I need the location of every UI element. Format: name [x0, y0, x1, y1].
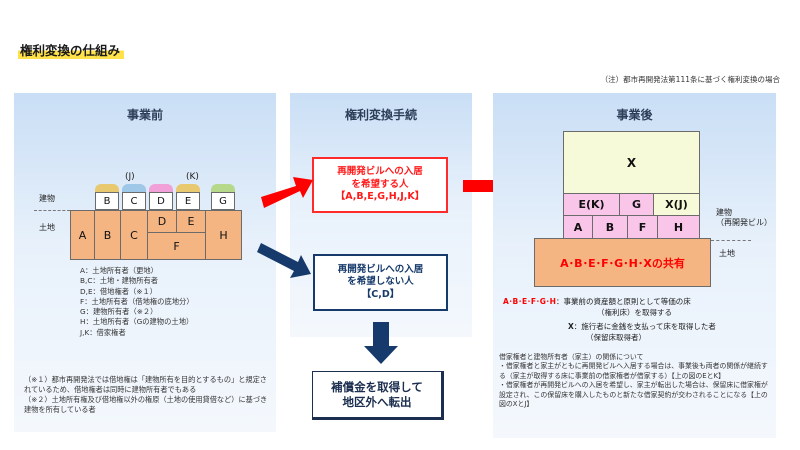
source-note: （注）都市再開発法第111条に基づく権利変換の場合 [600, 75, 780, 84]
building-b: B [95, 192, 119, 210]
after-note: ・借家権者が再開発ビルへの入居を希望し、家主が転出した場合は、保留床に借家権が設… [499, 381, 768, 409]
roof-d [149, 184, 173, 192]
desc1-sub: （権利床）を取得する [597, 307, 672, 317]
arrow-right-up-icon [261, 177, 313, 208]
building-c: C [122, 192, 146, 210]
label-building: 建物 [39, 194, 55, 203]
after-notes: 借家権者と建物所有者（家主）の関係について ・借家権者と家主がともに再開発ビルへ… [499, 353, 773, 409]
before-legend: A：土地所有者（更地） B,C：土地・建物所有者 D,E：借地権者（※１） F：… [80, 266, 194, 338]
before-panel: 事業前 [14, 93, 276, 432]
label-k: (K) [186, 172, 199, 182]
arrow-down-icon [364, 322, 398, 364]
after-desc-2: X：施行者に金銭を支払って床を取得した者 （保留床取得者） [568, 322, 716, 343]
before-footnotes: （※１）都市再開発法では借地権は「建物所有を目的とするもの」と規定されているため… [24, 375, 270, 415]
after-heading: 事業後 [616, 108, 653, 122]
legend-item: B,C：土地・建物所有者 [80, 276, 159, 286]
wish-yes-line: を希望する人 [351, 178, 409, 190]
legend-item: J,K：借家権者 [80, 327, 126, 337]
desc1-key: A･B･E･F･G･H [503, 297, 556, 306]
after-a: A [563, 215, 593, 239]
desc2-text: ：施行者に金銭を支払って床を取得した者 [573, 322, 716, 331]
legend-item: H：土地所有者（Gの建物の土地） [80, 317, 194, 327]
wish-no-box: 再開発ビルへの入居 を希望しない人 【C,D】 [313, 254, 448, 311]
legend-item: F：土地所有者（借地権の底地分） [80, 296, 194, 306]
roof-e [176, 184, 200, 192]
wish-no-line: 再開発ビルへの入居 [337, 263, 424, 275]
roof-c [122, 184, 146, 192]
desc2-sub: （保留床取得者） [586, 332, 646, 342]
building-e: E [176, 192, 200, 210]
wish-no-line: を希望しない人 [347, 276, 414, 288]
after-f: F [627, 215, 658, 239]
building-d: D [149, 192, 173, 210]
after-land-shared: A･B･E･F･G･H･Xの共有 [534, 238, 711, 287]
after-label-land: 土地 [719, 249, 735, 258]
after-b: B [592, 215, 628, 239]
footnote: （※１）都市再開発法では借地権は「建物所有を目的とするもの」と規定されているため… [24, 375, 267, 394]
land-f: F [147, 232, 206, 260]
roof-g [211, 184, 235, 192]
after-x-block: X [563, 131, 700, 194]
legend-item: A：土地所有者（更地） [80, 266, 158, 275]
wish-yes-box: 再開発ビルへの入居 を希望する人 【A,B,E,G,H,J,K】 [312, 157, 448, 213]
land-a: A [70, 210, 95, 260]
wish-yes-line: 再開発ビルへの入居 [337, 166, 423, 178]
after-xj: X(J) [653, 193, 700, 216]
result-box: 補償金を取得して 地区外へ転出 [312, 371, 444, 420]
after-ek: E(K) [563, 193, 620, 216]
legend-item: G：建物所有者（※２） [80, 307, 158, 317]
arrow-right-down-icon [257, 243, 311, 278]
after-label-building-line: （再開発ビル） [716, 218, 772, 227]
legend-item: D,E：借地権者（※１） [80, 286, 158, 296]
wish-no-members: 【C,D】 [361, 288, 400, 300]
after-xj-label: X(J) [665, 198, 688, 211]
ground-dash [34, 210, 70, 211]
after-desc-1: A･B･E･F･G･H：事業前の資産額と原則として等価の床 （権利床）を取得する [503, 297, 691, 318]
label-land: 土地 [39, 223, 55, 232]
result-line: 補償金を取得して [331, 379, 423, 394]
after-g: G [619, 193, 654, 216]
building-g: G [211, 192, 235, 210]
after-label-building-line: 建物 [716, 208, 732, 217]
after-note: 借家権者と建物所有者（家主）の関係について [499, 353, 644, 361]
label-j: (J) [125, 172, 135, 182]
result-line: 地区外へ転出 [342, 394, 412, 409]
wish-yes-members: 【A,B,E,G,H,J,K】 [335, 191, 425, 203]
footnote: （※２）土地所有権及び借地権以外の権原（土地の使用貸借など）に基づき建物を所有し… [24, 395, 268, 414]
after-ground-dash [711, 240, 751, 241]
roof-b [95, 184, 119, 192]
desc2-key: X [568, 322, 574, 331]
after-label-building: 建物 （再開発ビル） [716, 208, 772, 228]
desc1-text: ：事業前の資産額と原則として等価の床 [555, 297, 691, 306]
before-heading: 事業前 [126, 108, 163, 122]
land-h: H [205, 210, 242, 260]
page-title: 権利変換の仕組み [18, 40, 125, 59]
procedure-heading: 権利変換手続 [344, 108, 417, 122]
after-note: ・借家権者と家主がともに再開発ビルへ入居する場合は、事業後も両者の関係が継続する… [499, 362, 768, 380]
after-h: H [657, 215, 700, 239]
